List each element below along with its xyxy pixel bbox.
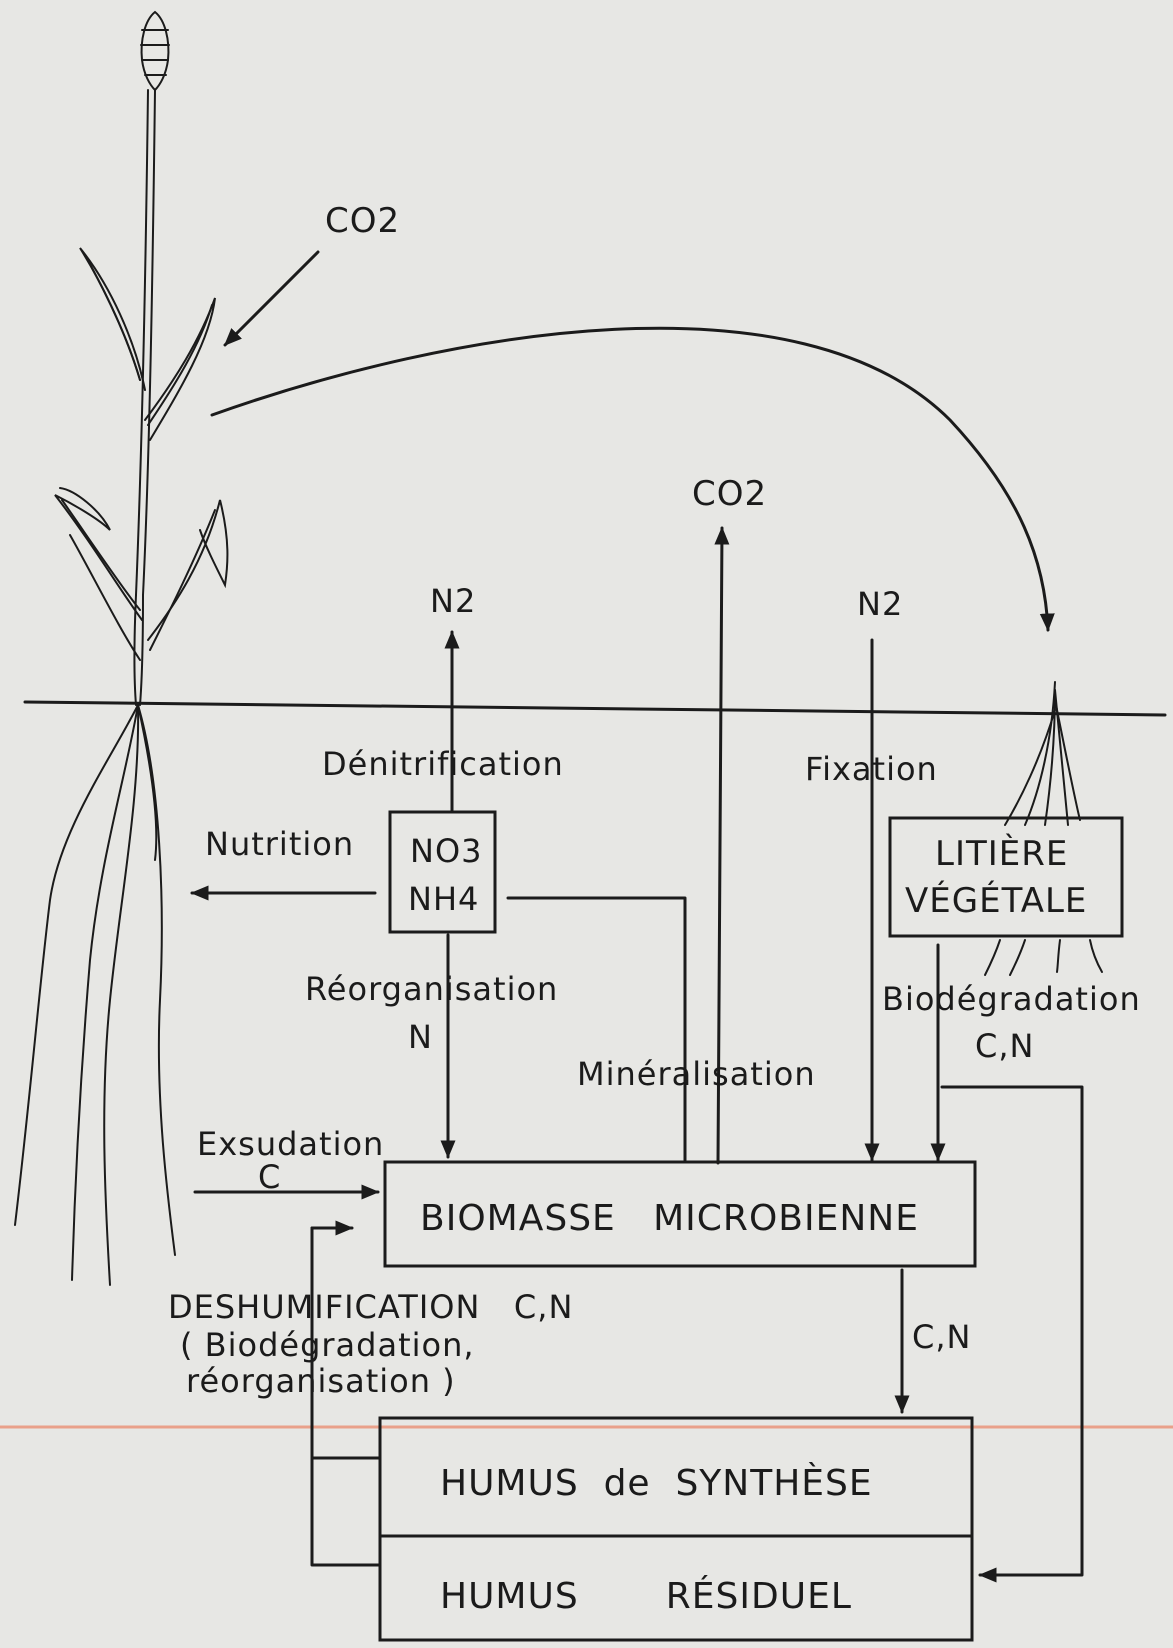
denitrification-label: Dénitrification [322, 745, 564, 783]
co2-uptake-arrow [225, 252, 318, 345]
ground-line [25, 702, 1165, 715]
co2-mid-label: CO2 [692, 474, 767, 514]
n2-left-label: N2 [430, 582, 476, 620]
no3-label: NO3 [410, 832, 482, 870]
nh4-label: NH4 [408, 880, 479, 918]
reorganisation-label: Réorganisation [305, 970, 558, 1008]
fixation-label: Fixation [805, 750, 938, 788]
plant-to-litter-arrow [212, 328, 1048, 630]
humus-residuel-label: HUMUS RÉSIDUEL [440, 1575, 852, 1617]
co2-top-label: CO2 [325, 201, 400, 241]
biodegradation-label: Biodégradation [882, 980, 1141, 1018]
mineralisation-path [508, 898, 685, 1160]
mineralisation-label: Minéralisation [577, 1055, 816, 1093]
seedling-roots-icon [985, 682, 1102, 975]
biodegradation-cn-label: C,N [975, 1027, 1034, 1065]
deshumification-detail1: ( Biodégradation, [180, 1326, 475, 1364]
nutrition-label: Nutrition [205, 825, 354, 863]
deshumification-label: DESHUMIFICATION C,N [168, 1288, 573, 1326]
n2-right-label: N2 [857, 585, 903, 623]
wheat-plant-icon [15, 12, 227, 1285]
deshumification-detail2: réorganisation ) [186, 1362, 456, 1400]
microbial-biomass-label: BIOMASSE MICROBIENNE [420, 1198, 919, 1239]
exsudation-c-label: C [258, 1158, 281, 1196]
biomass-to-humus-label: C,N [912, 1318, 971, 1356]
reorganisation-n-label: N [408, 1018, 433, 1056]
litter-line1: LITIÈRE [935, 833, 1068, 874]
humus-synthese-label: HUMUS de SYNTHÈSE [440, 1462, 873, 1504]
deshumification-loop-lower [312, 1458, 380, 1565]
litter-line2: VÉGÉTALE [905, 880, 1087, 921]
exsudation-label: Exsudation [197, 1125, 384, 1163]
